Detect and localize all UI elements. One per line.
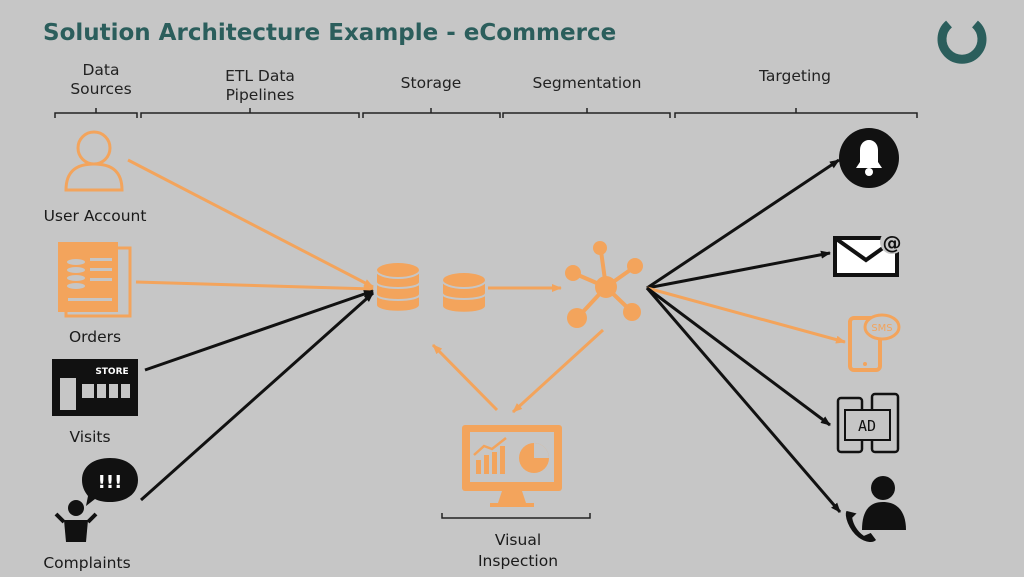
- orders-icon: [58, 242, 132, 318]
- store-sign: STORE: [95, 367, 128, 377]
- store-icon: STORE: [52, 359, 138, 416]
- svg-text:SMS: SMS: [871, 323, 892, 334]
- svg-text:@: @: [883, 232, 902, 254]
- column-header-targeting: Targeting: [759, 67, 831, 85]
- column-brackets: [54, 108, 918, 519]
- segmentation-network-icon: [565, 241, 643, 328]
- ad-devices-icon: AD: [836, 392, 900, 454]
- source-label-complaints: Complaints: [43, 554, 131, 572]
- notification-bell-icon: [839, 128, 899, 188]
- source-arrows: [127, 158, 374, 502]
- svg-text:!!!: !!!: [98, 472, 123, 493]
- segmentation-to-inspection-arrow: [511, 328, 605, 414]
- column-header-storage: Storage: [400, 74, 462, 92]
- page-title: Solution Architecture Example - eCommerc…: [43, 20, 617, 46]
- column-header-segmentation: Segmentation: [532, 74, 642, 92]
- database-icon: [375, 261, 421, 313]
- brand-logo-icon: [937, 20, 987, 64]
- email-icon: @: [833, 230, 904, 277]
- inspection-to-storage-arrow: [431, 343, 499, 412]
- complaint-icon: !!!: [54, 458, 138, 542]
- call-center-icon: [844, 476, 906, 544]
- sms-phone-icon: SMS: [848, 313, 901, 372]
- source-label-user-account: User Account: [43, 207, 147, 225]
- svg-text:AD: AD: [858, 417, 876, 435]
- target-arrows: [645, 158, 846, 513]
- database-icon: [441, 271, 487, 314]
- source-label-visits: Visits: [69, 428, 111, 446]
- source-label-orders: Orders: [68, 328, 122, 346]
- dashboard-monitor-icon: [462, 425, 562, 507]
- user-icon: [64, 130, 124, 192]
